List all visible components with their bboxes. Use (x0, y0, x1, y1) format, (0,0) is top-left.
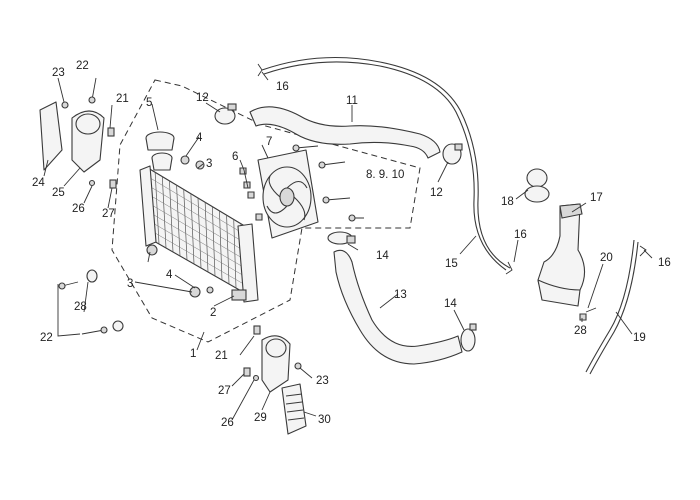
callout-12-left: 12 (196, 92, 209, 104)
callout-21-lower: 21 (215, 350, 228, 362)
callout-3-bottom: 3 (127, 278, 133, 290)
nut-27-lower (243, 367, 251, 377)
radiator-core-line (148, 185, 249, 246)
callout-4-top: 4 (196, 132, 203, 144)
upper-hose (249, 106, 441, 159)
reservoir-cap (524, 168, 550, 203)
fan-screws (239, 144, 364, 222)
radiator-core-line (150, 212, 250, 271)
callout-30: 30 (318, 414, 331, 426)
reservoir-screw (579, 313, 587, 321)
callout-19: 19 (633, 332, 646, 344)
callout-1: 1 (190, 348, 196, 360)
screw-23-upper (61, 101, 69, 109)
callout-28-right: 28 (574, 325, 587, 337)
hose-clip-top (257, 63, 263, 77)
grommet-part-3 (146, 244, 158, 256)
assembly-outline (111, 79, 421, 343)
coolant-reservoir (537, 203, 586, 307)
hose-clamp-lower-bottom (460, 323, 477, 352)
callout-11: 11 (346, 95, 358, 107)
callout-29: 29 (254, 412, 267, 424)
callout-12-right: 12 (430, 187, 443, 199)
callout-labels: 1 2 3 3 4 4 5 6 7 8. 9. 10 11 12 12 13 1… (32, 60, 671, 429)
callout-15: 15 (445, 258, 458, 270)
callout-23-lower: 23 (316, 375, 329, 387)
callout-4-bottom: 4 (166, 269, 173, 281)
callout-21-upper: 21 (116, 93, 129, 105)
callout-14-bottom: 14 (444, 298, 457, 310)
callout-22-upper: 22 (76, 60, 89, 72)
callout-27-lower: 27 (218, 385, 231, 397)
callout-16-top: 16 (276, 81, 289, 93)
left-bracket (39, 101, 105, 173)
nut-21-lower (253, 325, 261, 335)
callout-16-right: 16 (658, 257, 671, 269)
hose-clamp-upper-right (442, 143, 463, 165)
callout-23-upper: 23 (52, 67, 65, 79)
callout-8-9-10: 8. 9. 10 (366, 169, 404, 181)
radiator (139, 165, 259, 303)
callout-14-top: 14 (376, 250, 389, 262)
callout-7: 7 (266, 136, 272, 148)
callout-17: 17 (590, 192, 603, 204)
callout-6: 6 (232, 151, 238, 163)
leader-lines (43, 71, 653, 421)
callout-5: 5 (146, 97, 152, 109)
callout-26-lower: 26 (221, 417, 234, 429)
screw-23-lower (294, 362, 302, 370)
callout-3-top: 3 (206, 158, 212, 170)
radiator-core-line (150, 221, 250, 280)
radiator-core-line (151, 230, 250, 288)
washer-26-lower (252, 374, 260, 382)
callout-13: 13 (394, 289, 407, 301)
callout-22-lower: 22 (40, 332, 53, 344)
reservoir-hose (585, 239, 635, 373)
lower-hose (333, 249, 463, 365)
radiator-cap (145, 131, 175, 171)
hose-clip-right (639, 245, 647, 257)
lower-bracket (261, 335, 307, 435)
callout-18: 18 (501, 196, 514, 208)
callout-25: 25 (52, 187, 65, 199)
lower-left-bolts (57, 269, 124, 337)
nut-21-upper (107, 127, 115, 137)
callout-2: 2 (210, 307, 216, 319)
washer-lower (206, 286, 214, 294)
washer-part-4 (180, 155, 190, 165)
washer-26-upper (88, 179, 96, 187)
nut-part-3 (195, 160, 205, 170)
hose-clip-middle (505, 261, 513, 275)
bolt-22-upper (88, 96, 96, 104)
callout-24: 24 (32, 177, 45, 189)
cooling-fan (257, 149, 319, 239)
callout-16-middle: 16 (514, 229, 527, 241)
radiator-core-line (149, 203, 250, 263)
radiator-core-line (148, 176, 249, 237)
nut-27-upper (109, 179, 117, 189)
callout-20: 20 (600, 252, 613, 264)
callout-27-upper: 27 (102, 208, 115, 220)
overflow-hose (261, 57, 511, 269)
hose-clamp-lower-top (327, 231, 356, 245)
radiator-core-line (149, 194, 249, 254)
callout-28-left: 28 (74, 301, 87, 313)
callout-26-upper: 26 (72, 203, 85, 215)
